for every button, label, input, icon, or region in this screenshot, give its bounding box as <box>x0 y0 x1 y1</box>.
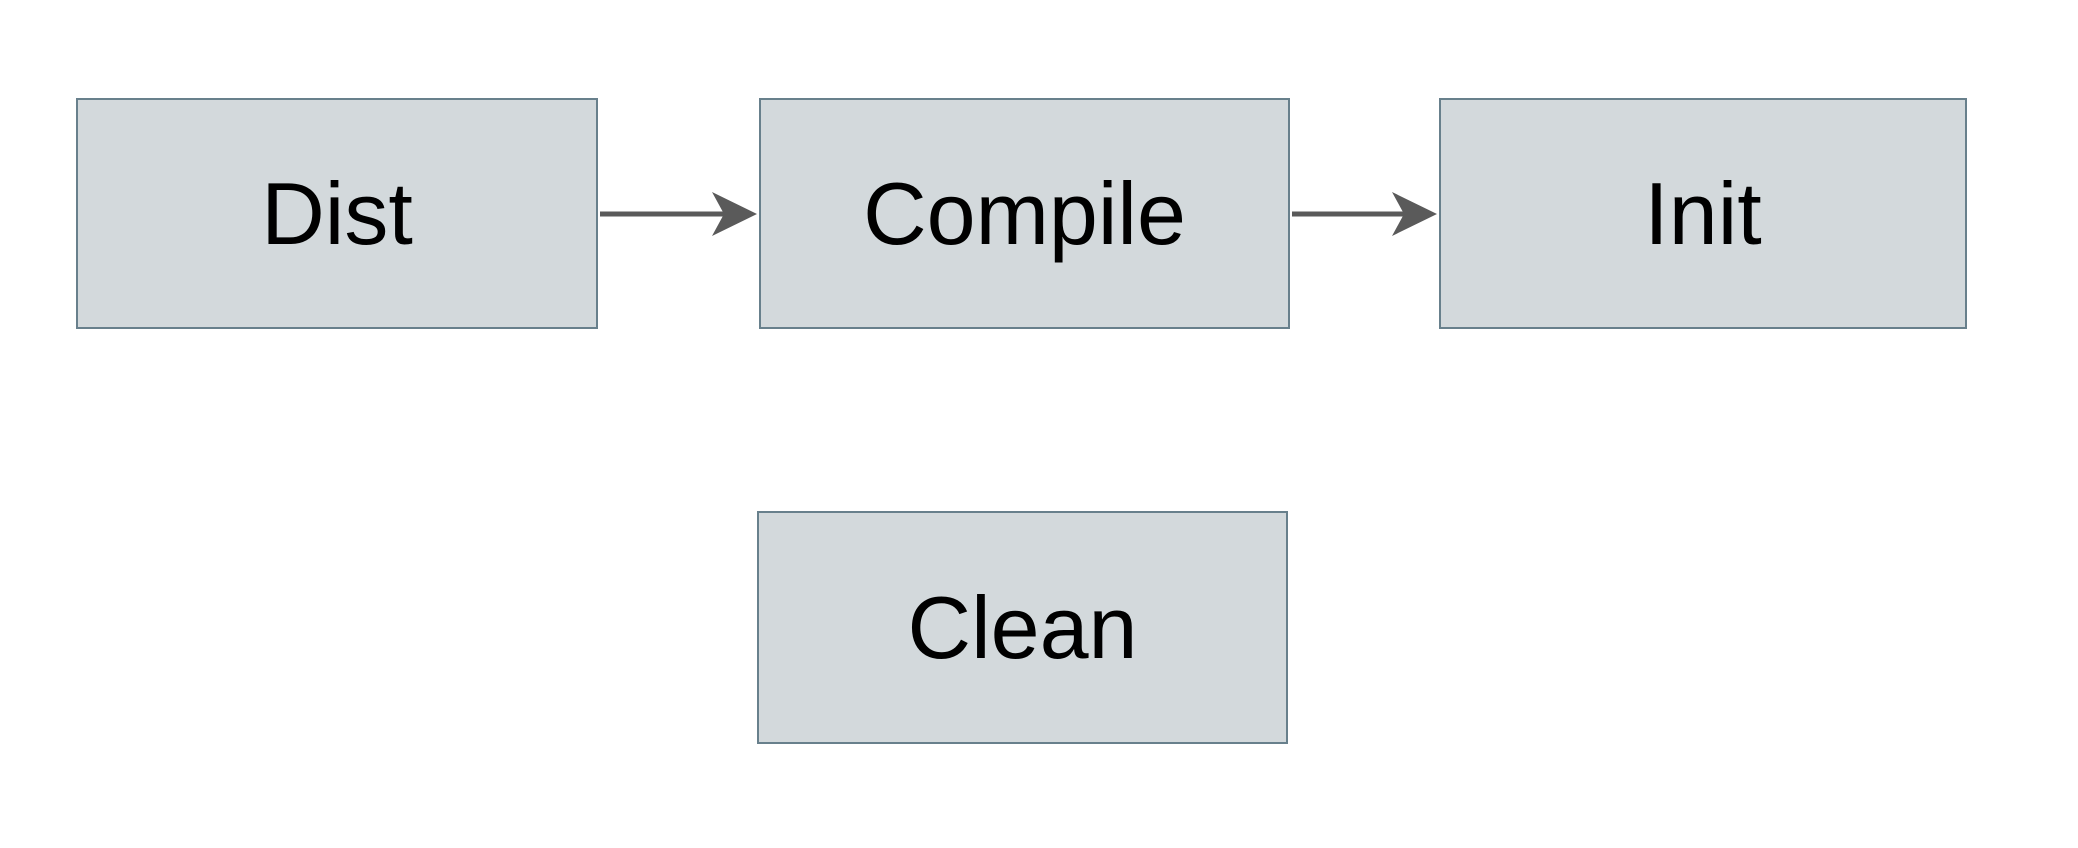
node-init-label: Init <box>1644 163 1762 263</box>
node-clean-label: Clean <box>907 577 1138 677</box>
node-compile: Compile <box>759 98 1290 329</box>
node-init: Init <box>1439 98 1967 329</box>
arrow-compile-to-init <box>1292 192 1437 236</box>
arrow-dist-to-compile <box>600 192 757 236</box>
node-dist: Dist <box>76 98 598 329</box>
node-compile-label: Compile <box>863 163 1186 263</box>
node-dist-label: Dist <box>261 163 413 263</box>
node-clean: Clean <box>757 511 1288 744</box>
